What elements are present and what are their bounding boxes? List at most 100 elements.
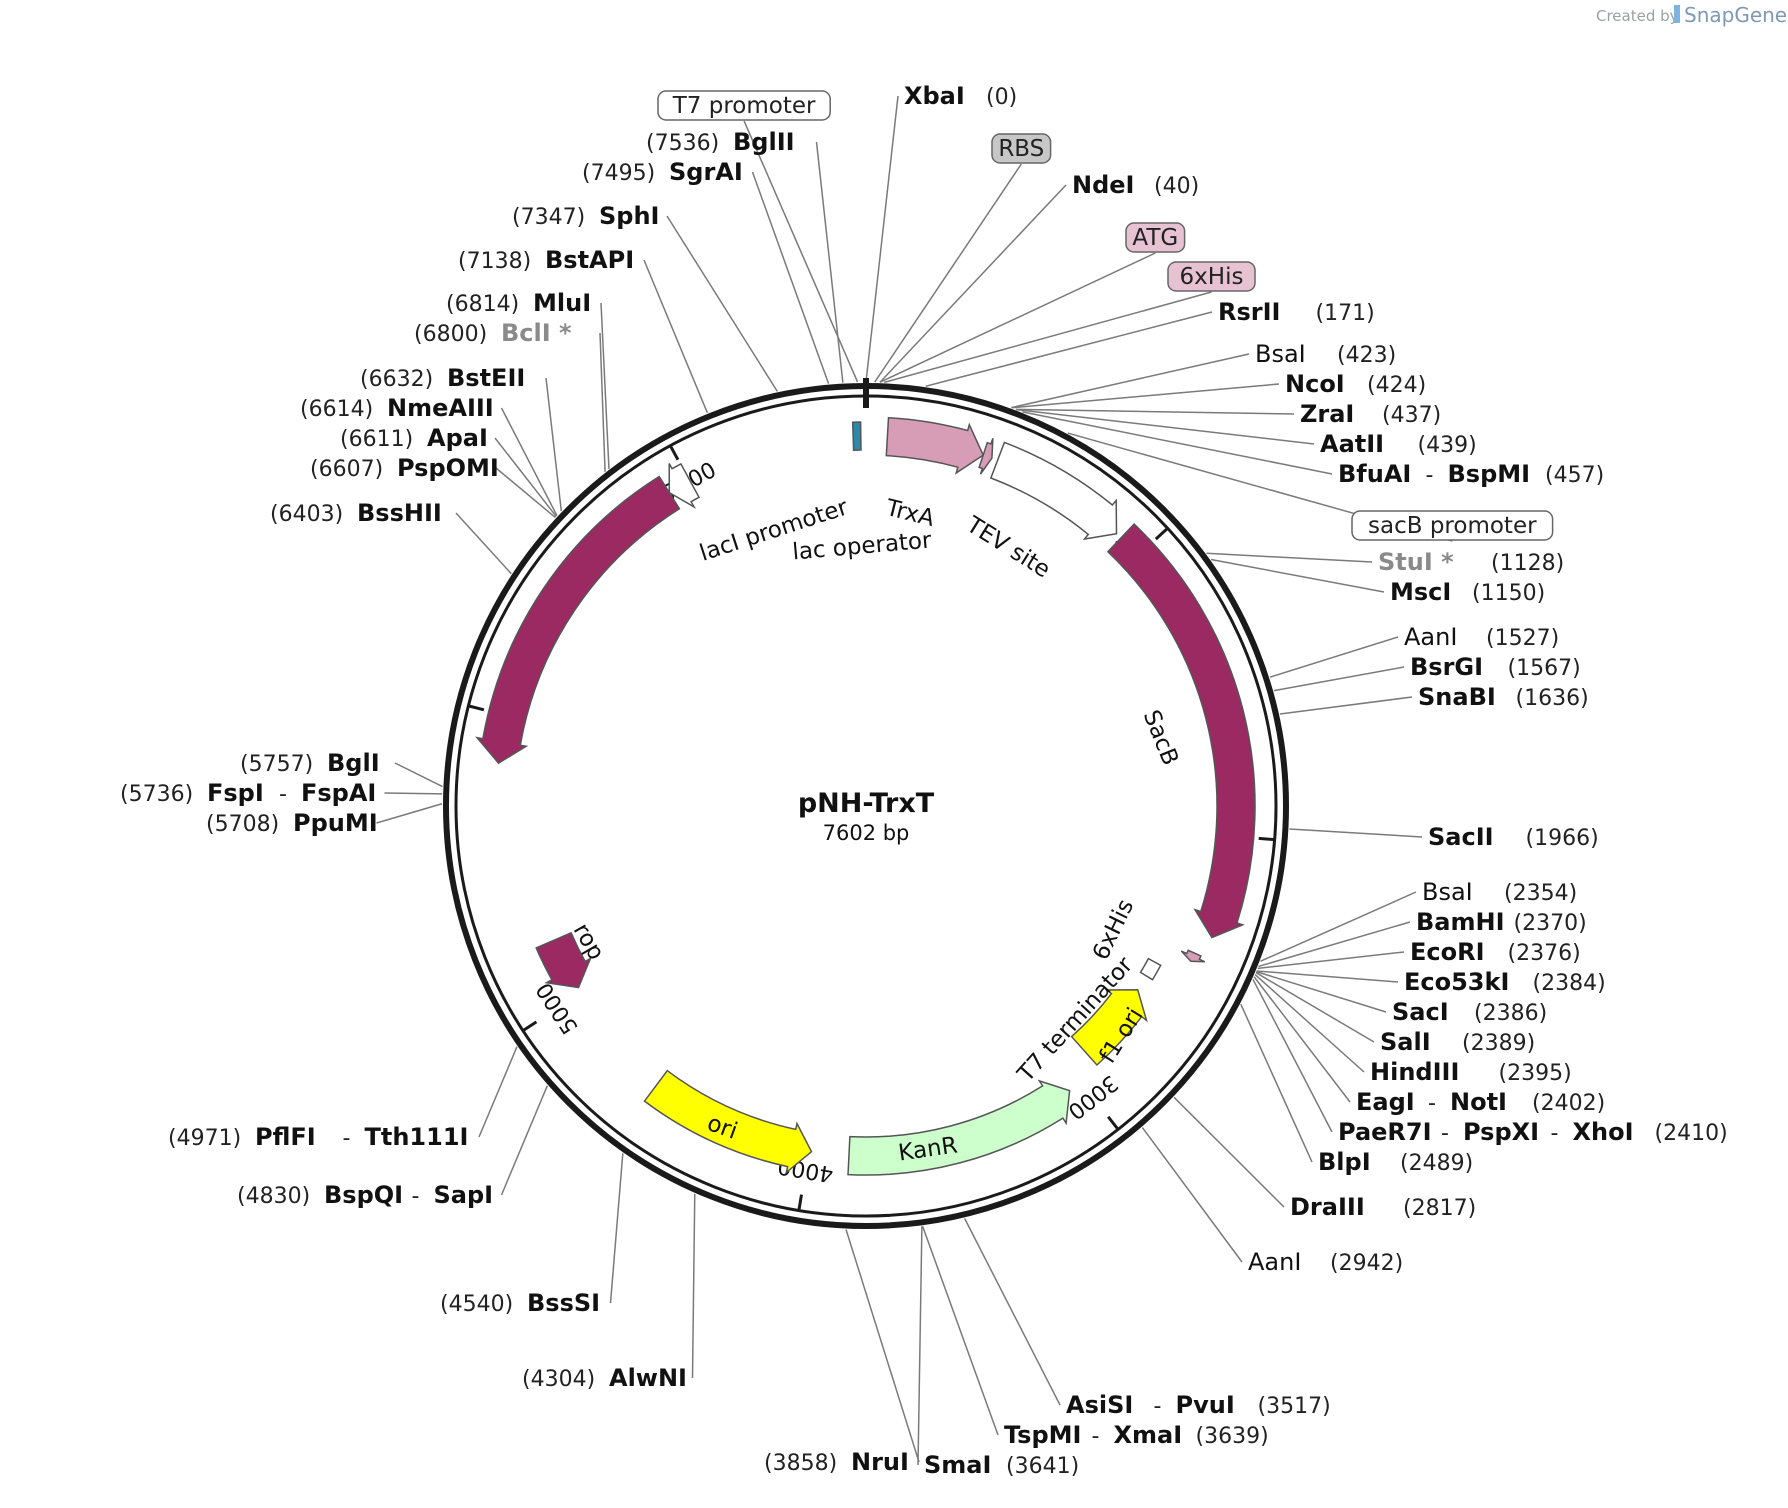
site-name: Tth111I (365, 1123, 469, 1151)
site-name: RsrII (1218, 298, 1280, 326)
site-name: Eco53kI (1404, 968, 1509, 996)
site-ndei[interactable]: NdeI(40) (1072, 171, 1199, 199)
site-name: XhoI (1573, 1118, 1634, 1146)
site-separator: - (1426, 463, 1434, 488)
site-name: EcoRI (1410, 938, 1485, 966)
site-draiii[interactable]: DraIII(2817) (1290, 1193, 1476, 1221)
leader-line (1016, 408, 1315, 445)
site-name: ZraI (1300, 400, 1354, 428)
site-alwni[interactable]: (4304)AlwNI (522, 1364, 687, 1392)
site-aatii[interactable]: AatII(439) (1320, 430, 1477, 458)
site-name: PspXI (1463, 1118, 1539, 1146)
site-smai[interactable]: SmaI(3641) (924, 1451, 1079, 1479)
site-bsteii[interactable]: (6632)BstEII (360, 364, 525, 392)
site-bsssi[interactable]: (4540)BssSI (440, 1289, 600, 1317)
site-snabi[interactable]: SnaBI(1636) (1418, 683, 1589, 711)
site-aani[interactable]: AanI(2942) (1248, 1248, 1403, 1276)
tick-7000 (668, 444, 680, 461)
site-position: (437) (1382, 403, 1441, 428)
site-position: (2376) (1508, 941, 1581, 966)
site-nrui[interactable]: (3858)NruI (764, 1448, 909, 1476)
site-position: (4304) (522, 1367, 595, 1392)
site-sacii[interactable]: SacII(1966) (1428, 823, 1599, 851)
site-stui-[interactable]: StuI *(1128) (1378, 548, 1564, 576)
leader-line (1258, 921, 1411, 968)
site-position: (40) (1154, 174, 1199, 199)
site-fspi-fspai[interactable]: (5736)FspI-FspAI (120, 779, 376, 807)
site-position: (2402) (1532, 1091, 1605, 1116)
site-position: (423) (1337, 343, 1396, 368)
site-nmeaiii[interactable]: (6614)NmeAIII (300, 394, 494, 422)
site-pspomi[interactable]: (6607)PspOMI (310, 454, 499, 482)
site-ppumi[interactable]: (5708)PpuMI (206, 809, 378, 837)
leader-line (1269, 636, 1399, 678)
site-saci[interactable]: SacI(2386) (1392, 998, 1547, 1026)
site-bglii[interactable]: (7536)BglII (646, 128, 795, 156)
site-xbai[interactable]: XbaI(0) (904, 82, 1017, 110)
leader-line (478, 1046, 518, 1138)
leader-line (1273, 666, 1405, 692)
site-bsshii[interactable]: (6403)BssHII (270, 499, 442, 527)
site-paer7i-pspxi-xhoi[interactable]: PaeR7I-PspXI-XhoI(2410) (1338, 1118, 1728, 1146)
site-bfuai-bspmi[interactable]: BfuAI-BspMI(457) (1338, 460, 1604, 488)
site-sgrai[interactable]: (7495)SgrAI (582, 158, 743, 186)
site-blpi[interactable]: BlpI(2489) (1318, 1148, 1473, 1176)
leader-line (1279, 696, 1413, 715)
feature-label-trxa: TrxA (882, 495, 937, 532)
site-bgli[interactable]: (5757)BglI (240, 749, 380, 777)
site-position: (1966) (1526, 826, 1599, 851)
site-position: (1636) (1516, 686, 1589, 711)
site-pflfi-tth111i[interactable]: (4971)PflFI-Tth111I (168, 1123, 468, 1151)
leader-line (1022, 411, 1333, 475)
site-sali[interactable]: SalI(2389) (1380, 1028, 1535, 1056)
site-ecori[interactable]: EcoRI (2376) (1410, 938, 1581, 966)
site-ncoi[interactable]: NcoI(424) (1285, 370, 1426, 398)
plasmid-title-group: pNH-TrxT 7602 bp (798, 788, 935, 845)
site-bsai[interactable]: BsaI(2354) (1422, 878, 1577, 906)
site-name: SphI (599, 202, 659, 230)
site-bsrgi[interactable]: BsrGI(1567) (1410, 653, 1581, 681)
site-bspqi-sapi[interactable]: (4830)BspQI-SapI (237, 1181, 493, 1209)
site-msci[interactable]: MscI(1150) (1390, 578, 1545, 606)
leader-line (500, 407, 558, 517)
site-aani[interactable]: AanI(1527) (1404, 623, 1559, 651)
leader-lines (376, 95, 1453, 1466)
leader-line (1256, 970, 1399, 983)
site-position: (5736) (120, 782, 193, 807)
site-asisi-pvui[interactable]: AsiSI-PvuI(3517) (1066, 1391, 1331, 1419)
feature-label-sacb: SacB (1138, 706, 1184, 769)
site-hindiii[interactable]: HindIII(2395) (1370, 1058, 1572, 1086)
site-tspmi-xmai[interactable]: TspMI-XmaI(3639) (1004, 1421, 1269, 1449)
feature-label-tev-site: TEV site (961, 511, 1055, 583)
site-mlui[interactable]: (6814)MluI (446, 289, 591, 317)
leader-line (1252, 978, 1333, 1133)
site-name: PflFI (255, 1123, 316, 1151)
site-bsai[interactable]: BsaI(423) (1255, 340, 1396, 368)
leader-line (743, 120, 859, 383)
feature-t7-terminator-arrow (1139, 957, 1162, 981)
leader-line (494, 437, 557, 517)
site-bamhi[interactable]: BamHI(2370) (1416, 908, 1587, 936)
site-name: TspMI (1004, 1421, 1081, 1449)
feature-sacb-promoter-arrow (989, 441, 1118, 541)
site-position: (1527) (1486, 626, 1559, 651)
brand-watermark: Created by SnapGene (1596, 3, 1787, 27)
site-name: PvuI (1176, 1391, 1235, 1419)
tick-5000 (522, 1020, 538, 1032)
site-bcli-[interactable]: (6800)BclI * (414, 319, 572, 347)
leader-line (884, 291, 1212, 384)
site-bstapi[interactable]: (7138)BstAPI (458, 246, 634, 274)
site-zrai[interactable]: ZraI (437) (1300, 400, 1441, 428)
site-sphi[interactable]: (7347)SphI (512, 202, 659, 230)
site-eagi-noti[interactable]: EagI-NotI(2402) (1356, 1088, 1605, 1116)
tick-2000 (1258, 836, 1275, 842)
leader-line (1206, 552, 1373, 563)
tick-label-3000: 3000 (1063, 1070, 1123, 1124)
leader-line (1240, 1003, 1313, 1163)
leader-line (1011, 353, 1250, 409)
site-eco53ki[interactable]: Eco53kI(2384) (1404, 968, 1606, 996)
site-apai[interactable]: (6611)ApaI (340, 424, 488, 452)
site-rsrii[interactable]: RsrII(171) (1218, 298, 1375, 326)
tick-6000 (468, 704, 485, 712)
site-separator: - (1551, 1121, 1559, 1146)
